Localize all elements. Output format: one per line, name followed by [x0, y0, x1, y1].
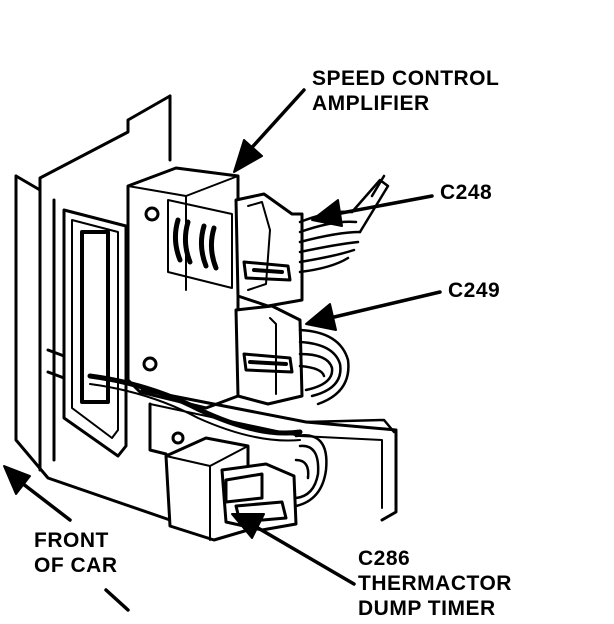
- support-bracket: [87, 373, 398, 522]
- c248-connector: [234, 174, 390, 308]
- leader-arrows: [3, 88, 442, 612]
- label-line: AMPLIFIER: [312, 92, 430, 115]
- label-line: C248: [440, 181, 493, 204]
- c248-label: C248: [440, 180, 492, 205]
- label-line: DUMP TIMER: [358, 597, 496, 620]
- bulkhead-panel: [14, 94, 172, 522]
- c286-thermactor-label: C286 THERMACTOR DUMP TIMER: [358, 546, 512, 621]
- label-line: C249: [448, 279, 501, 302]
- label-line: FRONT: [34, 529, 109, 552]
- mounting-bracket: [46, 208, 128, 458]
- label-line: OF CAR: [34, 554, 118, 577]
- label-line: SPEED CONTROL: [312, 67, 500, 90]
- label-line: THERMACTOR: [358, 572, 512, 595]
- c249-connector: [234, 304, 350, 406]
- speed-control-amplifier: [126, 166, 240, 410]
- label-line: C286: [358, 547, 411, 570]
- c249-label: C249: [448, 278, 500, 303]
- front-of-car-label: FRONT OF CAR: [34, 528, 118, 578]
- speed-control-amplifier-label: SPEED CONTROL AMPLIFIER: [312, 66, 499, 116]
